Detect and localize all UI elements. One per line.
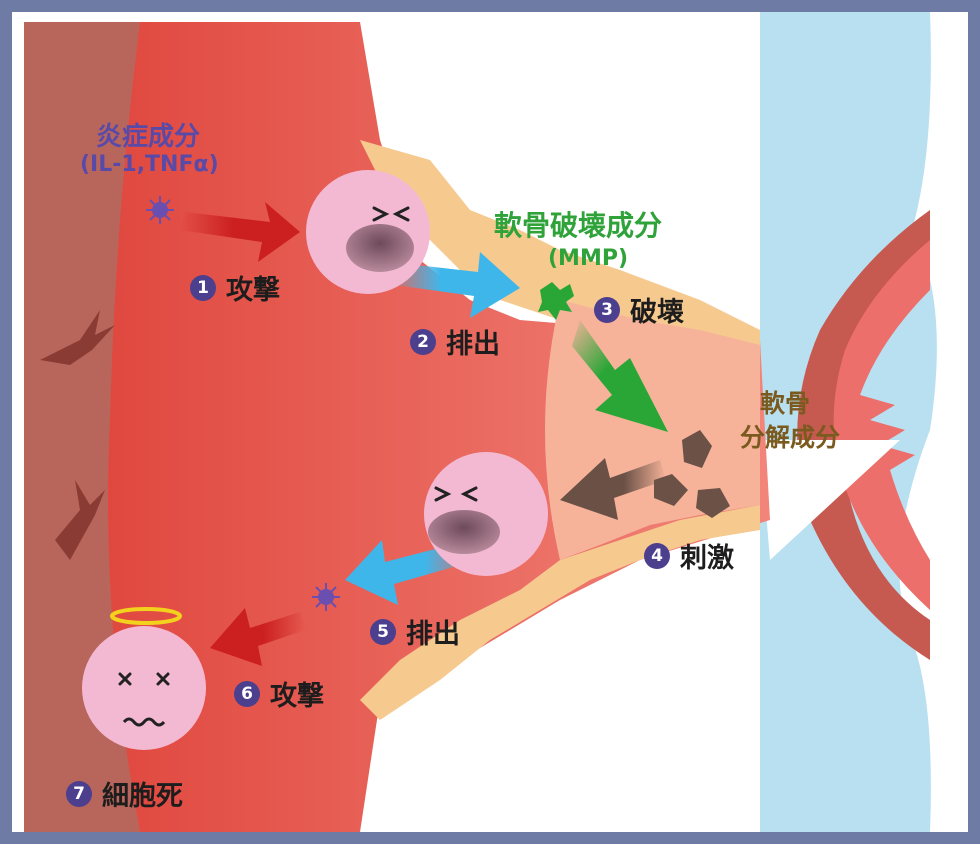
arrow-release-2 — [388, 252, 520, 318]
cytokine-particle-icon-2 — [312, 583, 340, 611]
mmp-sub-label: (MMP) — [548, 246, 629, 271]
step-3: 3 破壊 — [594, 290, 684, 329]
fragment-2 — [654, 474, 688, 506]
arrow-attack-6 — [210, 608, 305, 666]
step-4: 4 刺激 — [644, 536, 734, 575]
mmp-enzyme-icon — [538, 282, 574, 320]
step-1: 1 攻撃 — [190, 268, 280, 307]
step-number-7: 7 — [66, 780, 92, 807]
callout-pointer — [760, 440, 900, 560]
step-text-7: 細胞死 — [102, 781, 183, 812]
cartilage-upper — [360, 140, 760, 370]
step-6: 6 攻撃 — [234, 674, 324, 713]
step-5: 5 排出 — [370, 612, 460, 651]
step-text-4: 刺激 — [680, 543, 734, 574]
arrow-attack-1 — [180, 202, 300, 262]
fragment-1 — [682, 430, 712, 468]
arrow-stimulate-4 — [560, 458, 666, 520]
step-7: 7 細胞死 — [66, 774, 183, 813]
step-2: 2 排出 — [410, 322, 500, 361]
step-number-6: 6 — [234, 680, 260, 707]
crack-2 — [55, 480, 105, 560]
chondrocyte-cell-2 — [424, 452, 548, 576]
step-text-3: 破壊 — [630, 297, 684, 328]
right-cartilage-outer — [797, 210, 930, 660]
arrow-destroy-3 — [572, 320, 668, 432]
cytokine-particle-icon — [146, 196, 174, 224]
inflammatory-sub-label: (IL-1,TNFα) — [80, 152, 219, 177]
inflammatory-label: 炎症成分 — [96, 122, 201, 152]
fragments-label-line2: 分解成分 — [740, 423, 841, 452]
right-cartilage-inner — [833, 240, 930, 610]
fragments-label-line1: 軟骨 — [760, 389, 811, 418]
fragment-3 — [696, 488, 730, 518]
chondrocyte-cell-1 — [306, 170, 430, 294]
crack-1 — [40, 310, 115, 365]
step-number-2: 2 — [410, 328, 436, 355]
step-text-5: 排出 — [406, 619, 460, 650]
mmp-label: 軟骨破壊成分 — [494, 209, 663, 242]
step-number-3: 3 — [594, 296, 620, 323]
step-text-6: 攻撃 — [270, 681, 324, 712]
halo-icon — [110, 607, 182, 625]
step-text-1: 攻撃 — [226, 275, 280, 306]
step-number-1: 1 — [190, 274, 216, 301]
step-text-2: 排出 — [446, 329, 500, 360]
step-number-4: 4 — [644, 542, 670, 569]
cartilage-lower — [360, 505, 760, 720]
step-number-5: 5 — [370, 618, 396, 645]
dying-cell — [82, 607, 206, 750]
